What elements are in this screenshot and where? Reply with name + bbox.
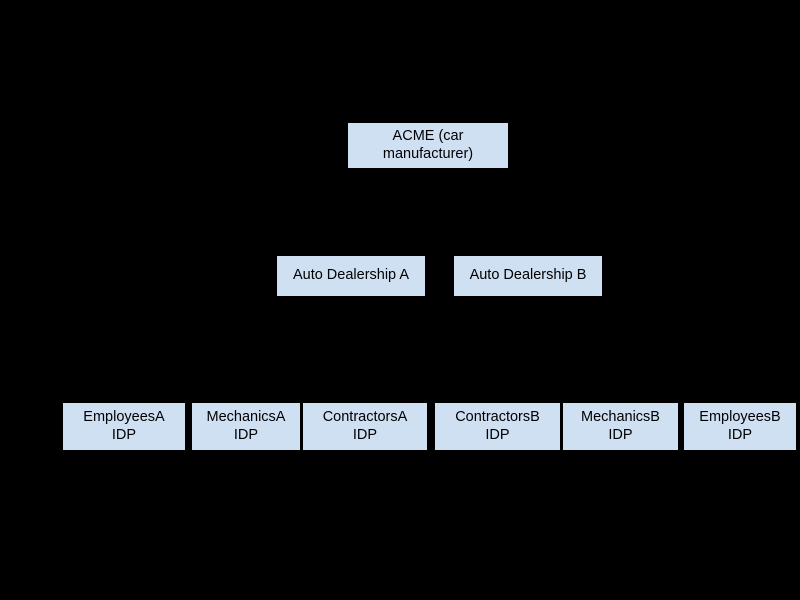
node-auto-dealership-a[interactable]: Auto Dealership A bbox=[277, 256, 425, 296]
node-employees-a-idp-label: EmployeesA IDP bbox=[83, 408, 165, 443]
node-acme-label: ACME (car manufacturer) bbox=[382, 127, 474, 162]
node-mechanics-a-idp[interactable]: MechanicsA IDP bbox=[192, 403, 300, 450]
node-contractors-b-idp[interactable]: ContractorsB IDP bbox=[435, 403, 560, 450]
node-employees-b-idp-label: EmployeesB IDP bbox=[699, 408, 781, 443]
node-acme[interactable]: ACME (car manufacturer) bbox=[348, 123, 508, 168]
node-employees-b-idp[interactable]: EmployeesB IDP bbox=[684, 403, 796, 450]
node-mechanics-a-idp-label: MechanicsA IDP bbox=[206, 408, 286, 443]
node-contractors-b-idp-label: ContractorsB IDP bbox=[455, 408, 540, 443]
node-auto-dealership-b-label: Auto Dealership B bbox=[469, 267, 587, 284]
node-auto-dealership-b[interactable]: Auto Dealership B bbox=[454, 256, 602, 296]
node-contractors-a-idp[interactable]: ContractorsA IDP bbox=[303, 403, 427, 450]
node-mechanics-b-idp[interactable]: MechanicsB IDP bbox=[563, 403, 678, 450]
node-auto-dealership-a-label: Auto Dealership A bbox=[292, 267, 410, 284]
node-contractors-a-idp-label: ContractorsA IDP bbox=[322, 408, 408, 443]
node-mechanics-b-idp-label: MechanicsB IDP bbox=[581, 408, 660, 443]
node-employees-a-idp[interactable]: EmployeesA IDP bbox=[63, 403, 185, 450]
